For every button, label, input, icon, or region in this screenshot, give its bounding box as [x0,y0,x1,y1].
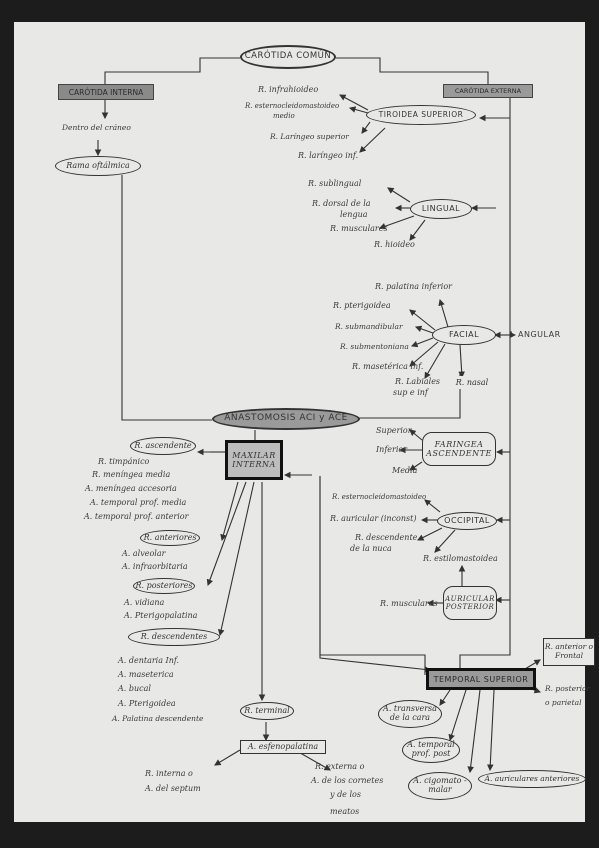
occipital-branch-3b: de la nuca [350,544,392,553]
occipital-branch-3: R. descendente [355,533,418,542]
maxilar-interna-node: MAXILAR INTERNA [225,440,283,480]
carotida-interna-node: CARÓTIDA INTERNA [58,84,154,100]
esfeno-interna-1: R. interna o [145,769,193,778]
cigomato-2: malar [428,785,452,794]
descendentes-item-1: A. dentaria Inf. [118,656,180,665]
tiroidea-superior-node: TIROIDEA SUPERIOR [366,105,476,125]
temporal-prof-1: A. temporal [407,740,455,750]
esfeno-externa-1: R. externa o [315,762,365,771]
a-esfenopalatina-node: A. esfenopalatina [240,740,326,754]
facial-branch-6b: sup e inf [393,388,428,397]
facial-branch-3: R. submandibular [335,322,403,331]
tiroidea-branch-2b: medio [273,112,295,120]
facial-branch-6: R. Labiales [395,377,441,386]
ascendente-item-2: R. meníngea media [92,470,171,479]
carotida-externa-node: CARÓTIDA EXTERNA [443,84,533,98]
angular-label: ANGULAR [518,330,561,339]
r-terminal-node: R. terminal [240,702,294,720]
cigomato-node: A. cigomato -malar [408,772,472,800]
faringea-ascendente-node: FARINGEA ASCENDENTE [422,432,496,466]
temporal-posterior-node: R. posterior o parietal [545,684,591,708]
cigomato-1: A. cigomato - [413,776,467,786]
faringea-branch-1: Superior [376,426,412,435]
auricular-posterior-node: AURICULAR POSTERIOR [443,586,497,620]
ascendente-item-1: R. timpánico [98,457,150,466]
descendentes-item-4: A. Pterigoidea [118,699,176,708]
facial-branch-5: R. masetérica inf. [352,362,424,371]
lingual-branch-3: R. musculares [330,224,388,233]
descendentes-item-5: A. Palatina descendente [112,714,204,723]
tiroidea-branch-1: R. infrahioideo [258,85,319,94]
occipital-branch-2: R. auricular (inconst) [330,514,417,523]
descendentes-item-3: A. bucal [118,684,151,693]
temporal-superior-node: TEMPORAL SUPERIOR [426,668,536,690]
temporal-posterior-1: R. posterior [545,684,591,693]
anastomosis-node: ANASTOMOSIS ACI y ACE [212,408,360,430]
descendentes-item-2: A. maseterica [118,670,174,679]
r-posteriores-node: R. posteriores [133,578,195,594]
temporal-anterior-1: R. anterior o [544,642,594,652]
facial-node: FACIAL [432,325,496,345]
faringea-branch-3: Media [392,466,418,475]
lingual-node: LINGUAL [410,199,472,219]
posteriores-item-1: A. vidiana [124,598,165,607]
facial-branch-2: R. pterigoidea [333,301,391,310]
anteriores-item-1: A. alveolar [122,549,166,558]
tiroidea-branch-4: R. laríngeo inf. [298,151,359,160]
anteriores-item-2: A. infraorbitaria [122,562,188,571]
posteriores-item-2: A. Pterigopalatina [124,611,198,620]
temporal-anterior-2: Frontal [554,651,584,660]
lingual-branch-2b: lengua [340,210,368,219]
r-nasal-node: R. nasal [452,376,492,389]
esfeno-externa-3: y de los [330,790,361,799]
esfeno-interna-2: A. del septum [145,784,201,793]
auriculares-anteriores-node: A. auriculares anteriores [478,770,586,788]
r-ascendente-node: R. ascendente [130,437,196,455]
tiroidea-branch-2: R. esternocleidomastoideo [245,102,340,110]
ascendente-item-5: A. temporal prof. anterior [84,512,189,521]
occipital-branch-1: R. esternocleidomastoideo [332,493,427,501]
facial-branch-1: R. palatina inferior [375,282,452,291]
dentro-craneo-label: Dentro del cráneo [62,123,131,132]
carotida-comun-node: CARÓTIDA COMÚN [240,45,336,69]
faringea-branch-2: Inferior [376,445,408,454]
lingual-branch-4: R. hioideo [374,240,415,249]
lingual-branch-1: R. sublingual [308,179,362,188]
temporal-prof-2: prof. post [411,749,451,758]
transversa-2: de la cara [389,713,431,722]
esfeno-externa-4: meatos [330,807,360,816]
r-anteriores-node: R. anteriores [140,530,200,546]
rama-oftalmica-node: Rama oftálmica [55,156,141,176]
tiroidea-branch-3: R. Laríngeo superior [270,132,349,141]
ascendente-item-4: A. temporal prof. media [90,498,187,507]
lingual-branch-2: R. dorsal de la [312,199,371,208]
temporal-posterior-2: o parietal [545,698,582,708]
auricular-branch: R. musculares [380,599,438,608]
facial-branch-4: R. submentoniana [340,342,409,351]
esfeno-externa-2: A. de los cornetes [311,776,384,785]
ascendente-item-3: A. meníngea accesoria [85,484,177,493]
r-descendentes-node: R. descendentes [128,628,220,646]
occipital-branch-4: R. estilomastoidea [423,554,498,563]
transversa-1: A. transversa [383,704,437,714]
occipital-node: OCCIPITAL [437,512,497,530]
